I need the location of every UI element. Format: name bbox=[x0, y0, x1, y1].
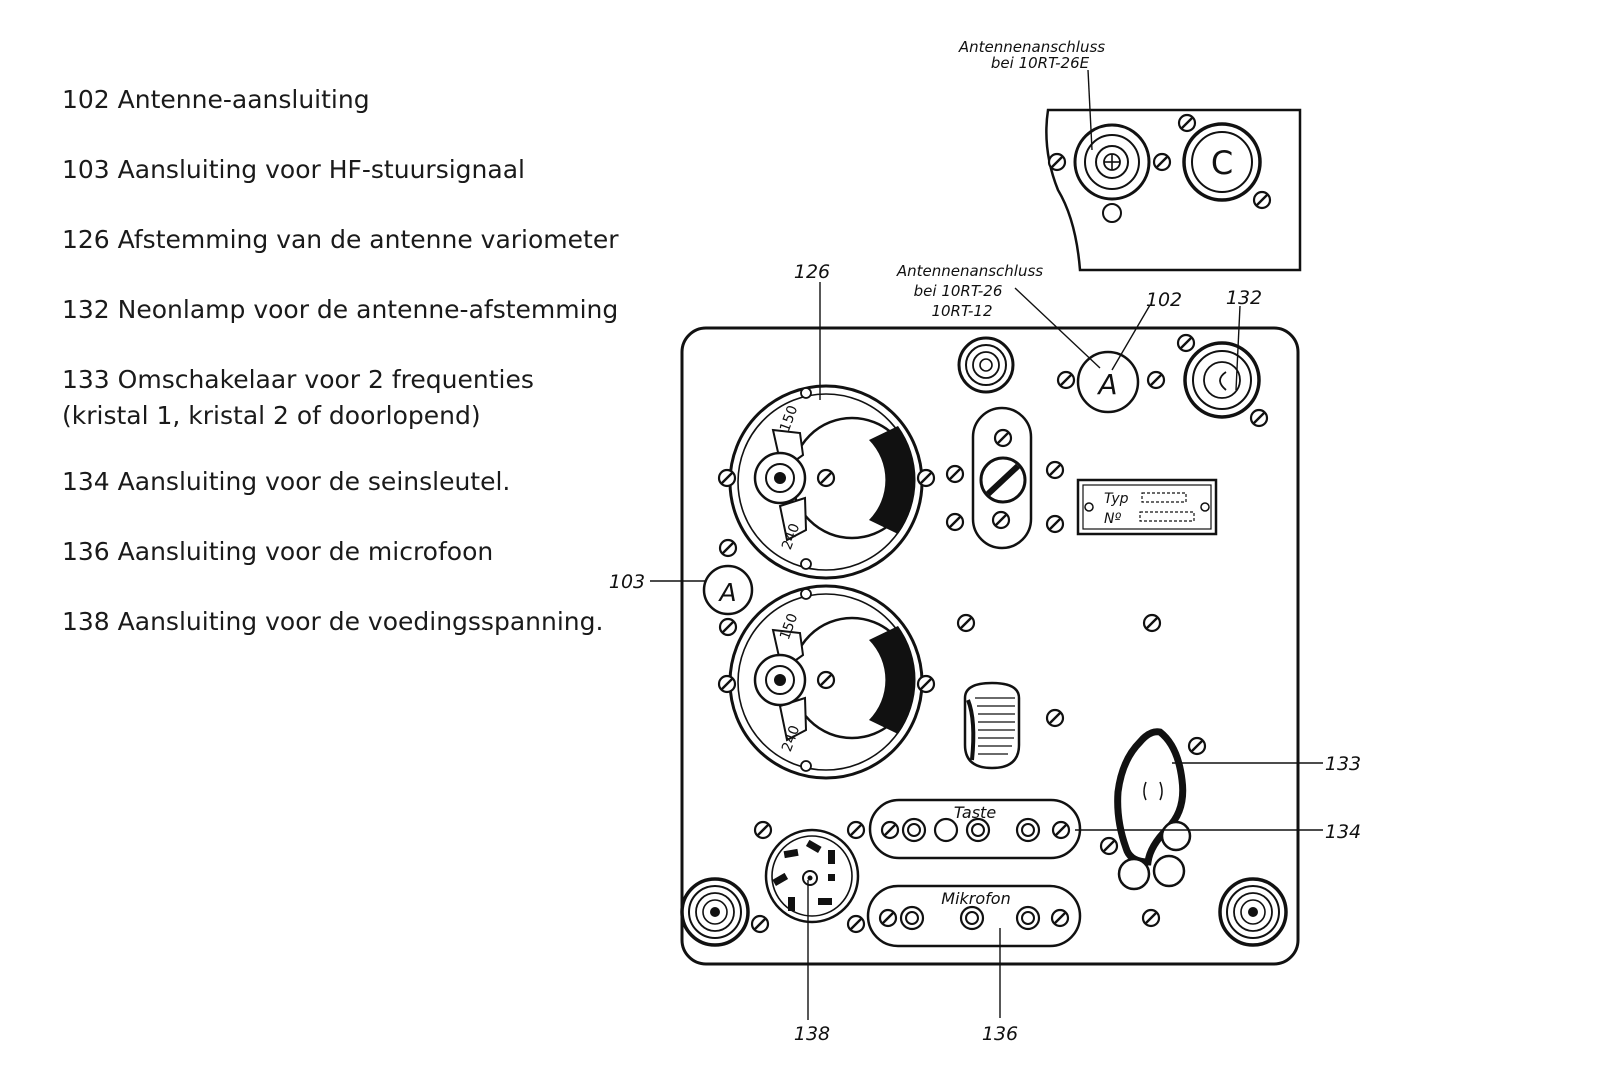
inset-note-line2: bei 10RT-26E bbox=[991, 54, 1090, 72]
power-connector-138 bbox=[764, 828, 860, 924]
neon-lamp-132 bbox=[1183, 341, 1261, 419]
legend-item-134: 134 Aansluiting voor de seinsleutel. bbox=[62, 467, 511, 496]
key-strip-label: Taste bbox=[954, 803, 997, 822]
variometer-dial-lower: 150 240 bbox=[717, 584, 936, 780]
antenna-socket-102: A bbox=[1076, 350, 1140, 414]
microphone-strip-label: Mikrofon bbox=[941, 889, 1010, 908]
inset-antenna-connector bbox=[1073, 123, 1151, 201]
rotary-knob bbox=[963, 681, 1021, 770]
legend-item-138: 138 Aansluiting voor de voedingsspanning… bbox=[62, 607, 604, 636]
hf-input-socket-103: A bbox=[702, 564, 754, 616]
inset-note-line1: Antennenanschluss bbox=[958, 38, 1105, 56]
callout-133: 133 bbox=[1325, 753, 1361, 775]
callout-103: 103 bbox=[609, 571, 645, 593]
callout-102: 102 bbox=[1146, 289, 1182, 311]
callout-138: 138 bbox=[794, 1023, 830, 1045]
panel-note-line1: Antennenanschluss bbox=[896, 262, 1043, 280]
type-plate-typ: Typ bbox=[1104, 491, 1129, 507]
callout-136: 136 bbox=[982, 1023, 1018, 1045]
legend-item-102: 102 Antenne-aansluiting bbox=[62, 85, 370, 114]
antenna-socket-label: A bbox=[1096, 368, 1117, 401]
callout-132: 132 bbox=[1226, 287, 1262, 309]
corner-cap-left bbox=[680, 877, 750, 947]
selector-switch-133 bbox=[1114, 728, 1192, 891]
legend-item-126: 126 Afstemming van de antenne variometer bbox=[62, 225, 619, 254]
legend-list: 102 Antenne-aansluiting 103 Aansluiting … bbox=[62, 82, 622, 674]
hf-socket-label: A bbox=[717, 578, 736, 607]
top-left-connector bbox=[957, 336, 1015, 394]
callout-134: 134 bbox=[1325, 821, 1361, 843]
legend-item-132: 132 Neonlamp voor de antenne-afstemming bbox=[62, 295, 619, 324]
switch-plate bbox=[971, 406, 1033, 550]
legend-item-103: 103 Aansluiting voor HF-stuursignaal bbox=[62, 155, 525, 184]
inset-c-socket: C bbox=[1182, 122, 1262, 202]
type-plate: Typ Nº bbox=[1076, 478, 1218, 536]
type-plate-no: Nº bbox=[1104, 511, 1121, 527]
panel-note-line3: 10RT-12 bbox=[931, 302, 992, 320]
microphone-connector-strip-136: Mikrofon bbox=[866, 884, 1082, 948]
callout-126: 126 bbox=[794, 261, 830, 283]
inset-panel: C Antennenanschluss bei 10RT-26E bbox=[958, 38, 1302, 272]
corner-cap-right bbox=[1218, 877, 1288, 947]
key-connector-strip-134: Taste bbox=[868, 798, 1082, 860]
variometer-dial-upper: 150 240 bbox=[717, 384, 936, 580]
legend-item-136: 136 Aansluiting voor de microfoon bbox=[62, 537, 494, 566]
inset-c-label: C bbox=[1211, 144, 1233, 182]
panel-note-line2: bei 10RT-26 bbox=[914, 282, 1003, 300]
legend-item-133: 133 Omschakelaar voor 2 frequenties (kri… bbox=[62, 365, 534, 430]
